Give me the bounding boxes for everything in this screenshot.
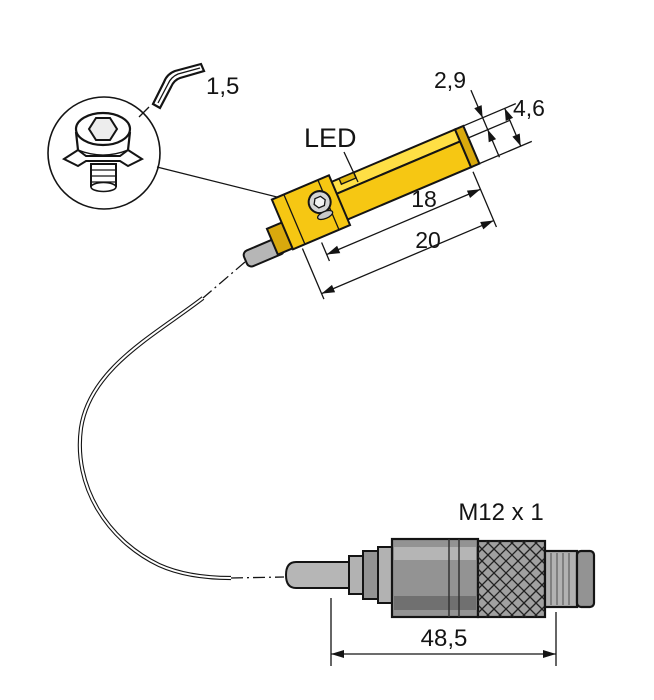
key-leader-line (138, 106, 150, 118)
thread-lines (550, 553, 570, 605)
dim-18-group (321, 171, 498, 262)
dim-48-5-arrow-left (331, 650, 344, 658)
led-leader-line (343, 151, 359, 183)
clamp-screw-tip (316, 209, 334, 221)
thread-section (543, 549, 579, 609)
screw-tip (90, 181, 117, 193)
clamp-screw-hex (313, 195, 326, 209)
dim-20-group (301, 219, 494, 300)
clamp-block (270, 174, 352, 251)
dim-18-label: 18 (411, 186, 437, 212)
allen-key-icon (151, 62, 206, 110)
strain-relief-ring-3 (377, 546, 393, 604)
cable-core (78, 297, 232, 579)
dim-48-5-label: 48,5 (421, 625, 468, 652)
dim-48-5-arrow-right (543, 650, 556, 658)
connector-tip (575, 549, 596, 609)
dim-48-5-group (330, 598, 557, 666)
screw-head-side (74, 131, 132, 151)
allen-key-body (151, 62, 206, 110)
dim-4-6-label: 4,6 (513, 95, 545, 121)
clamp-band-left (283, 194, 306, 245)
cable-break-line-lower (230, 576, 285, 579)
connector-body-shadow (394, 596, 476, 610)
dim-4-6-group (479, 108, 533, 165)
cable-break-line-upper (202, 261, 246, 299)
hex-socket (87, 117, 119, 141)
connector-body-highlight (394, 547, 476, 560)
sensor-end-face (453, 124, 481, 169)
cable-curve (77, 261, 285, 581)
strain-relief-ring-2 (362, 550, 379, 600)
knurl-texture (477, 540, 546, 618)
dim-20-label: 20 (415, 227, 441, 253)
clamp-flange (61, 148, 145, 168)
sensor-body (242, 89, 533, 300)
hex-key-size-label: 1,5 (206, 73, 239, 100)
led-label: LED (304, 123, 357, 153)
m12-thread-label: M12 x 1 (458, 499, 543, 526)
connector-group (284, 537, 596, 619)
mounting-screw-detail (47, 96, 161, 210)
strain-relief-ring-1 (348, 555, 364, 595)
connector-cable-stub (284, 561, 350, 589)
allen-key-edge (157, 67, 201, 104)
dim-2-9-label: 2,9 (434, 67, 466, 93)
dim-2-9-group (463, 89, 517, 158)
